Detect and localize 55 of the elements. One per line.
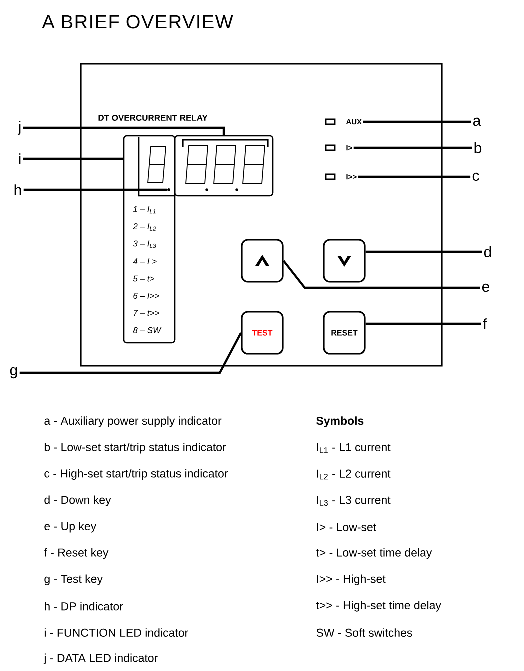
callout-letter: g	[10, 367, 18, 379]
key-description: h - DP indicator	[45, 602, 124, 611]
key-description: c - High-set start/trip status indicator	[44, 469, 228, 480]
function-code: 2 – I$_{L2}$	[133, 224, 156, 231]
symbol-description: SW - Soft switches	[316, 628, 412, 638]
leader-line	[23, 158, 124, 160]
callout-letter: a	[473, 118, 482, 126]
key-description: a - Auxiliary power supply indicator	[44, 416, 222, 428]
callout-letter: f	[483, 318, 488, 330]
function-code: 1 – I$_{L1}$	[133, 206, 156, 214]
callout-letter: h	[14, 184, 22, 196]
function-code: 7 – t>>	[134, 310, 160, 316]
callout-letter: c	[472, 172, 480, 182]
leader-line	[23, 126, 226, 136]
symbol-description: I$_{L2}$ - L2 current	[317, 470, 391, 480]
callout-letter: i	[19, 154, 21, 164]
key-description: f - Reset key	[44, 548, 109, 560]
leader-line	[354, 146, 472, 150]
key-description: e - Up key	[44, 522, 97, 533]
symbol-description: I>> - High-set	[317, 574, 386, 586]
panel-heading: DT OVERCURRENT RELAY	[98, 115, 208, 121]
function-code: 6 – I>>	[134, 293, 160, 299]
leader-line	[366, 322, 482, 326]
symbol-description: I$_{L1}$ - L1 current	[317, 444, 391, 454]
down-key	[323, 239, 366, 283]
function-code: 8 – SW	[133, 327, 162, 334]
key-description: b - Low-set start/trip status indicator	[44, 443, 226, 454]
symbol-description: t>> - High-set time delay	[316, 601, 442, 612]
symbols-heading: Symbols	[316, 416, 364, 428]
function-code: 5 – t>	[133, 276, 154, 282]
leader-line	[24, 188, 168, 192]
leader-line	[282, 260, 480, 290]
decimal-point	[168, 188, 170, 192]
key-description: d - Down key	[44, 496, 112, 506]
callout-letter: j	[18, 121, 21, 135]
data-display	[174, 135, 274, 197]
reset-button: RESET	[323, 311, 366, 355]
key-description: j - DATA LED indicator	[44, 654, 158, 665]
leader-line	[363, 120, 472, 124]
symbol-description: I> - Low-set	[317, 523, 376, 532]
up-key	[241, 239, 284, 283]
function-code: 4 – I >	[133, 258, 157, 265]
key-description: g - Test key	[44, 574, 103, 586]
function-code: 3 – I$_{L3}$	[133, 240, 156, 248]
callout-letter: e	[482, 284, 490, 292]
leader-line	[20, 332, 242, 374]
leader-line	[358, 176, 471, 178]
symbol-description: t> - Low-set time delay	[316, 548, 432, 560]
key-description: i - FUNCTION LED indicator	[44, 628, 188, 638]
test-button: TEST	[241, 311, 284, 355]
callout-letter: b	[474, 142, 482, 154]
leader-line	[366, 250, 482, 254]
title: A BRIEF OVERVIEW	[42, 15, 234, 29]
callout-letter: d	[484, 246, 492, 258]
symbol-description: I$_{L3}$ - L3 current	[317, 496, 391, 506]
